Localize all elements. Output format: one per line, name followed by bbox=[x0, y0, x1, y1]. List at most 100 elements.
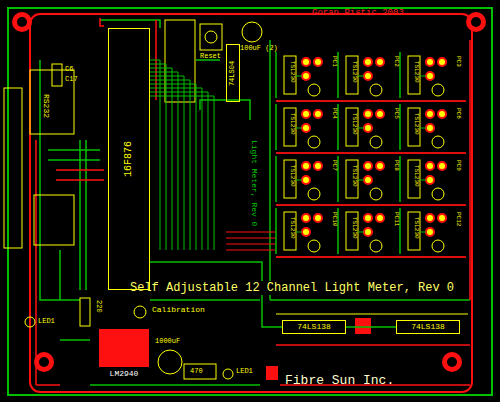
pcb-graphic bbox=[471, 17, 481, 27]
pcb-graphic bbox=[420, 180, 426, 181]
pcb-graphic bbox=[4, 88, 22, 248]
bus-trace bbox=[226, 250, 276, 251]
pcb-graphic bbox=[276, 205, 466, 206]
component-label: TSL230 bbox=[351, 113, 357, 135]
decoder-chip: 74LS138 bbox=[396, 320, 460, 334]
pcb-graphic bbox=[17, 17, 27, 27]
component-label: TSL230 bbox=[351, 217, 357, 239]
pcb-graphic bbox=[296, 232, 302, 233]
pcb-graphic bbox=[399, 156, 401, 202]
pcb-graphic bbox=[302, 124, 310, 132]
pcb-graphic bbox=[36, 384, 60, 386]
pcb-graphic bbox=[275, 208, 277, 254]
pcb-graphic bbox=[85, 140, 87, 290]
pcb-graphic bbox=[276, 257, 466, 258]
pcb-graphic bbox=[376, 58, 384, 66]
pcb-graphic bbox=[48, 149, 100, 151]
sensor-cell bbox=[276, 52, 466, 101]
pcb-graphic bbox=[399, 104, 401, 150]
pcb-graphic bbox=[302, 176, 310, 184]
component-label: PC12 bbox=[455, 212, 461, 226]
silkscreen-label: Reset bbox=[200, 53, 221, 60]
pcb-graphic bbox=[399, 52, 401, 98]
bus-trace bbox=[150, 76, 184, 250]
silkscreen-label: RS232 bbox=[42, 94, 50, 118]
pcb-graphic bbox=[296, 128, 302, 129]
bus-trace bbox=[150, 80, 190, 250]
pcb-graphic bbox=[276, 153, 466, 154]
component-label: TSL230 bbox=[289, 61, 295, 83]
pcb-graphic bbox=[30, 14, 472, 392]
pcb-graphic bbox=[8, 8, 492, 395]
pcb-graphic bbox=[284, 212, 296, 250]
pcb-graphic bbox=[346, 56, 358, 94]
pcb-graphic bbox=[200, 24, 222, 50]
component-label: TSL230 bbox=[413, 217, 419, 239]
pcb-graphic bbox=[337, 52, 339, 98]
pcb-graphic bbox=[426, 162, 434, 170]
sensor-cell bbox=[276, 156, 466, 205]
pcb-graphic bbox=[466, 12, 486, 32]
red-trace bbox=[36, 18, 470, 385]
sensor-cell bbox=[276, 104, 466, 153]
pcb-graphic bbox=[276, 101, 466, 102]
resistor-symbol bbox=[80, 298, 216, 379]
silkscreen-label: Fibre Sun Inc. bbox=[285, 374, 394, 387]
regulator-body bbox=[99, 329, 149, 367]
silkscreen-label: 470 bbox=[190, 368, 203, 375]
pcb-graphic bbox=[25, 317, 35, 327]
pcb-graphic bbox=[358, 128, 364, 129]
pcb-graphic bbox=[358, 76, 364, 77]
chip-label: 74LS04 bbox=[230, 60, 237, 85]
pcb-graphic bbox=[59, 250, 61, 300]
pcb-graphic bbox=[337, 104, 339, 150]
mounting-hole bbox=[12, 12, 486, 372]
component-label: PC3 bbox=[455, 56, 461, 67]
component-label: PC7 bbox=[331, 160, 337, 171]
pcb-graphic bbox=[302, 214, 310, 222]
silkscreen-label: Goran Ristic 2003 bbox=[312, 9, 404, 18]
component-label: PC5 bbox=[393, 108, 399, 119]
silkscreen-label: LED1 bbox=[38, 318, 55, 325]
pcb-graphic bbox=[314, 58, 322, 66]
pcb-graphic bbox=[408, 160, 420, 198]
pcb-graphic bbox=[270, 299, 470, 301]
pcb-graphic bbox=[376, 214, 384, 222]
pcb-graphic bbox=[364, 162, 372, 170]
trace-connector bbox=[346, 326, 396, 328]
pcb-graphic bbox=[205, 31, 217, 43]
pcb-graphic bbox=[432, 240, 444, 252]
pcb-graphic bbox=[158, 350, 182, 374]
pcb-graphic bbox=[358, 232, 364, 233]
decoder-chip: 74LS138 bbox=[282, 320, 346, 334]
pcb-graphic bbox=[314, 110, 322, 118]
pcb-graphic bbox=[420, 76, 426, 77]
chip-label: 74LS138 bbox=[297, 323, 331, 331]
pcb-graphic bbox=[276, 205, 466, 206]
pcb-graphic bbox=[426, 228, 434, 236]
pcb-graphic bbox=[284, 108, 296, 146]
component-label: PC4 bbox=[331, 108, 337, 119]
pcb-graphic bbox=[364, 228, 372, 236]
component-label: PC8 bbox=[393, 160, 399, 171]
led-symbol bbox=[25, 317, 233, 379]
pcb-graphic bbox=[438, 162, 446, 170]
pcb-graphic bbox=[34, 352, 54, 372]
pcb-graphic bbox=[432, 188, 444, 200]
component-label: PC9 bbox=[455, 160, 461, 171]
pcb-graphic bbox=[364, 124, 372, 132]
silkscreen-label: C17 bbox=[65, 76, 78, 83]
pcb-graphic bbox=[314, 162, 322, 170]
pcb-graphic bbox=[308, 188, 320, 200]
pcb-graphic bbox=[364, 110, 372, 118]
chip-label: 74LS138 bbox=[411, 323, 445, 331]
pcb-graphic bbox=[376, 110, 384, 118]
pcb-graphic bbox=[90, 384, 260, 386]
pcb-graphic bbox=[52, 64, 62, 86]
pcb-graphic bbox=[276, 101, 466, 102]
sensor-cell bbox=[276, 208, 466, 257]
pcb-graphic bbox=[314, 214, 322, 222]
pcb-graphic bbox=[276, 344, 470, 346]
bus-trace bbox=[150, 72, 178, 250]
